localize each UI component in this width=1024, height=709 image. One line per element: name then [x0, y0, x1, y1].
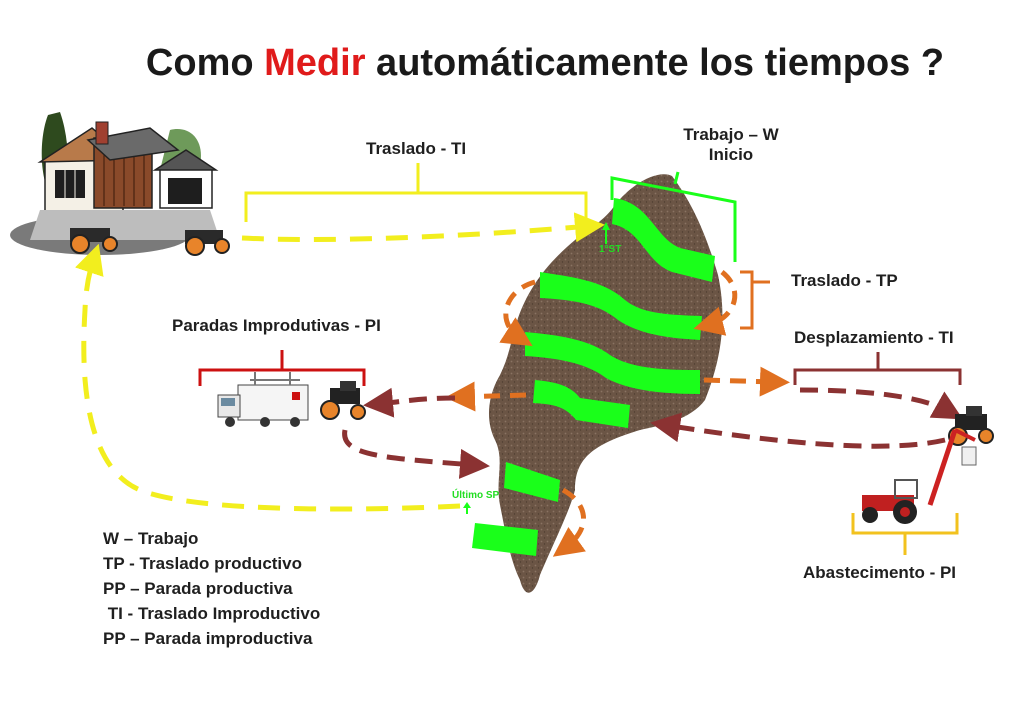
- label-first-st: 1°ST: [599, 244, 622, 255]
- legend-item: TI - Traslado Improductivo: [103, 604, 321, 623]
- service-truck-illustration: [217, 372, 309, 427]
- desplazamiento-bracket: [793, 352, 962, 385]
- page-title: Como Medir automáticamente los tiempos ?: [145, 42, 945, 84]
- house-illustration: [10, 112, 230, 256]
- label-trabajo-w-line2: Inicio: [708, 145, 754, 164]
- legend-item: PP – Parada improductiva: [103, 629, 313, 648]
- tractor-paradas-illustration: [320, 381, 366, 420]
- legend: W – Trabajo TP - Traslado productivo PP …: [103, 526, 320, 651]
- abastecimento-bracket: [851, 513, 959, 555]
- orange-turn-arrows: [445, 270, 790, 557]
- label-desplazamiento: Desplazamiento - TI: [794, 328, 954, 347]
- legend-item: TP - Traslado productivo: [103, 554, 302, 573]
- label-trabajo-w: Trabajo – W Inicio: [666, 125, 796, 165]
- label-traslado-ti: Traslado - TI: [366, 139, 467, 158]
- legend-item: PP – Parada productiva: [103, 579, 293, 598]
- work-strips: [472, 198, 715, 556]
- yellow-path-top: [241, 212, 605, 243]
- yellow-path-return: [75, 243, 461, 512]
- traslado-tp-bracket: [740, 270, 754, 330]
- label-ultimo-sp: Último SP: [452, 490, 500, 501]
- label-paradas: Paradas Improdutivas - PI: [172, 316, 381, 335]
- label-abastecimento: Abastecimento - PI: [803, 563, 957, 582]
- trabajo-bracket: [610, 176, 737, 262]
- traslado-ti-bracket: [244, 163, 588, 222]
- label-trabajo-w-line1: Trabajo – W: [683, 125, 779, 144]
- paradas-bracket: [198, 350, 366, 386]
- label-traslado-tp: Traslado - TP: [791, 271, 898, 290]
- supply-tractor-illustration: [862, 428, 977, 524]
- legend-item: W – Trabajo: [103, 529, 199, 548]
- maroon-paths: [342, 387, 964, 479]
